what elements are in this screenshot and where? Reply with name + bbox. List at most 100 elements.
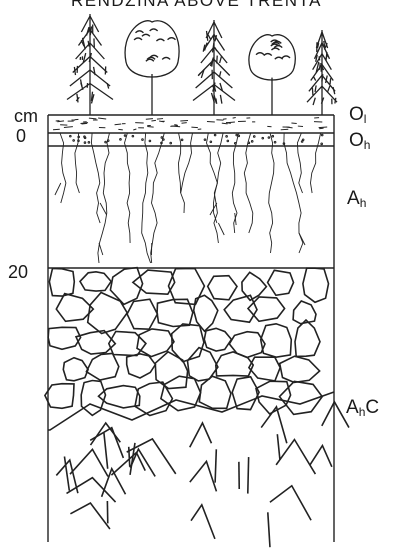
humus-dot — [132, 135, 134, 137]
root-branch — [218, 223, 224, 235]
conifer-needle — [333, 87, 335, 94]
litter-mark — [157, 119, 163, 120]
bedrock-crack — [276, 440, 315, 475]
bedrock-fissure — [268, 512, 270, 547]
bedrock-fissure — [215, 449, 216, 482]
humus-dot — [142, 139, 144, 141]
deciduous-leaf — [256, 53, 264, 55]
deciduous-leaf — [282, 56, 290, 58]
litter-mark — [146, 119, 153, 120]
stone-fragment — [229, 332, 265, 358]
stone-fragment — [249, 357, 280, 381]
humus-dot — [210, 141, 212, 143]
conifer-needle — [207, 31, 208, 41]
humus-dot — [84, 142, 86, 144]
bedrock-fissure — [129, 447, 130, 467]
litter-mark — [115, 124, 122, 125]
deciduous-leaf — [150, 55, 158, 57]
litter-mark — [291, 123, 296, 124]
litter-mark — [319, 127, 328, 128]
stone-fragment — [63, 358, 88, 381]
deciduous-leaf — [135, 31, 143, 33]
root-branch — [55, 183, 61, 195]
litter-mark — [319, 128, 323, 129]
bedrock-crack — [270, 486, 311, 520]
stone-fragment — [303, 268, 329, 302]
stone-fragment — [204, 328, 231, 351]
root-line — [142, 133, 151, 263]
litter-mark — [207, 122, 215, 123]
depth-unit-label: cm — [14, 106, 38, 127]
bedrock-crack — [322, 402, 349, 428]
conifer-needle — [314, 77, 316, 81]
conifer-needle — [327, 86, 329, 92]
horizon-ahc-main: A — [346, 397, 359, 418]
deciduous-leaf — [134, 38, 142, 40]
litter-mark — [222, 123, 228, 124]
conifer-needle — [330, 78, 331, 84]
horizon-oh-sub: h — [364, 138, 371, 152]
root-line — [151, 133, 165, 263]
conifer-needle — [315, 85, 316, 92]
root-line — [269, 133, 274, 253]
depth-twenty-label: 20 — [8, 262, 28, 283]
humus-dot — [274, 141, 276, 143]
root-line — [207, 133, 219, 243]
deciduous-leaf — [264, 54, 272, 56]
conifer-needle — [220, 56, 222, 63]
conifer-needle — [335, 98, 336, 104]
stone-fragment — [49, 268, 74, 296]
bedrock-crack — [191, 505, 215, 539]
bedrock-crack — [70, 503, 110, 529]
stone-fragment — [256, 381, 291, 414]
stone-fragment — [216, 352, 253, 376]
litter-layer — [53, 117, 327, 144]
deciduous-leaf — [146, 59, 154, 61]
humus-dot — [321, 134, 323, 136]
deciduous-leaf — [271, 48, 279, 50]
stone-fragment — [261, 324, 292, 357]
stone-fragment — [48, 327, 80, 349]
root-line — [181, 133, 193, 213]
stone-fragment — [268, 270, 294, 295]
conifer-needle — [208, 35, 210, 39]
deciduous-leaf — [150, 29, 158, 31]
horizon-oh-label: Oh — [349, 130, 370, 152]
root-line — [244, 133, 253, 233]
horizon-ahc-suffix: C — [365, 397, 379, 418]
humus-dot — [226, 136, 228, 138]
horizon-ahc-sub: h — [359, 405, 366, 419]
litter-mark — [281, 129, 289, 130]
horizon-ah-sub: h — [360, 196, 367, 210]
stone-fragment — [199, 376, 231, 408]
horizon-ahc-label: AhC — [346, 397, 379, 419]
stone-fragment — [208, 276, 237, 300]
deciduous-leaf — [142, 34, 150, 36]
deciduous-leaf — [274, 46, 282, 48]
humus-dot — [149, 140, 151, 142]
humus-dot — [251, 141, 253, 143]
bedrock-crack — [67, 478, 116, 502]
litter-mark — [233, 117, 236, 118]
root-branch — [299, 233, 305, 245]
litter-mark — [133, 129, 136, 130]
horizon-ah-main: A — [347, 188, 360, 209]
deciduous-leaf — [275, 57, 283, 59]
stone-fragment — [280, 356, 320, 382]
humus-dot — [272, 135, 274, 137]
conifer-needle — [313, 98, 315, 105]
root-line — [311, 133, 321, 193]
horizon-ol-sub: l — [364, 112, 367, 126]
roots-group — [55, 133, 321, 263]
bedrock-crack — [111, 453, 145, 476]
humus-dot — [227, 140, 229, 142]
horizon-ol-main: O — [349, 104, 364, 125]
root-line — [179, 133, 181, 193]
litter-mark — [64, 127, 73, 128]
stone-fragment — [86, 353, 118, 380]
depth-zero-label: 0 — [16, 126, 26, 147]
stone-fragment — [81, 381, 105, 416]
conifer-needle — [74, 67, 75, 75]
litter-mark — [89, 118, 96, 119]
